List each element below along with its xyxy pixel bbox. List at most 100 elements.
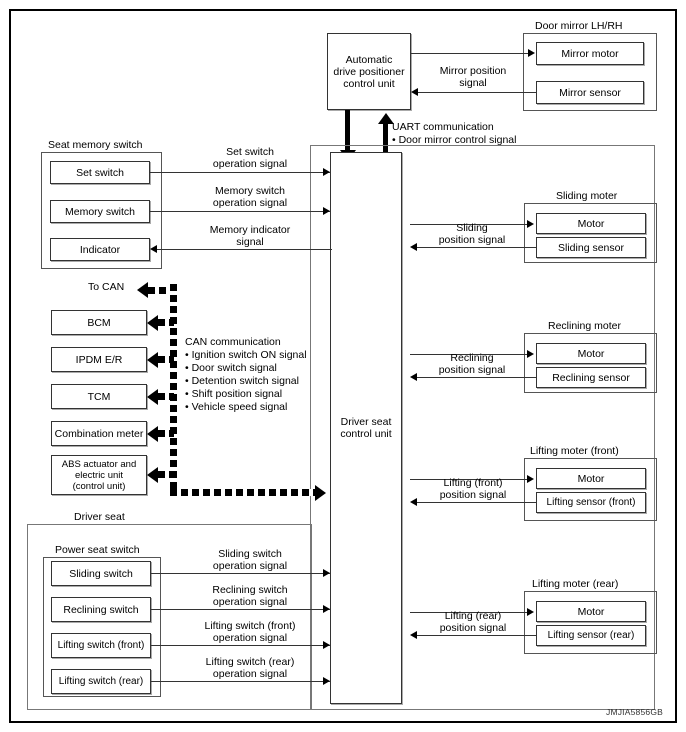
lifting-moter-front-group-label: Lifting moter (front) <box>530 445 619 457</box>
sliding-sensor-box[interactable]: Sliding sensor <box>536 237 646 258</box>
memory-indicator-signal-line-2: signal <box>236 236 264 248</box>
can-node-tcm[interactable]: TCM <box>51 384 147 409</box>
line-lifting-switch-front <box>151 645 330 646</box>
can-stub-ipdm-er <box>158 356 174 363</box>
uart-bullet: • Door mirror control signal <box>392 134 517 146</box>
reclining-switch-signal-label: Reclining switch operation signal <box>186 584 314 608</box>
arrowhead-set-switch <box>323 168 330 176</box>
can-node-combination-meter[interactable]: Combination meter <box>51 421 147 446</box>
arrowhead-lifting-switch-rear <box>323 677 330 685</box>
line-mirror-sensor-to-adp <box>418 92 536 93</box>
line-dscu-to-sliding-motor <box>410 224 528 225</box>
can-bus-arrowhead-dscu <box>315 484 326 501</box>
set-switch-signal-label: Set switch operation signal <box>190 146 310 170</box>
lifting-switch-rear-box[interactable]: Lifting switch (rear) <box>51 669 151 694</box>
lifting-front-position-signal-label: Lifting (front) position signal <box>417 477 529 501</box>
can-stub-combination-meter <box>158 430 174 437</box>
can-bullet-1: • Ignition switch ON signal <box>185 349 307 361</box>
sliding-switch-signal-label: Sliding switch operation signal <box>186 548 314 572</box>
lifting-switch-front-box[interactable]: Lifting switch (front) <box>51 633 151 658</box>
seat-memory-switch-group-label: Seat memory switch <box>48 139 143 151</box>
driver-seat-control-unit[interactable]: Driver seat control unit <box>330 152 402 704</box>
line-memory-switch <box>150 211 330 212</box>
adp-line-3: control unit <box>343 77 395 90</box>
mirror-sensor-box[interactable]: Mirror sensor <box>536 81 644 104</box>
lifting-front-motor-box[interactable]: Motor <box>536 468 646 489</box>
power-seat-switch-group-label: Power seat switch <box>55 544 140 556</box>
lifting-rear-position-signal-label: Lifting (rear) position signal <box>417 610 529 634</box>
arrowhead-lifting-rear-motor <box>527 608 534 616</box>
mirror-position-signal-line-2: signal <box>459 77 487 89</box>
set-switch-box[interactable]: Set switch <box>50 161 150 184</box>
dscu-line-1: Driver seat <box>340 416 392 428</box>
to-can-stub <box>148 286 174 294</box>
line-memory-indicator <box>157 249 332 250</box>
set-switch-signal-line-2: operation signal <box>212 158 288 170</box>
lifting-rear-motor-box[interactable]: Motor <box>536 601 646 622</box>
abs-line-3: (control unit) <box>72 480 126 492</box>
automatic-drive-positioner-control-unit[interactable]: Automatic drive positioner control unit <box>327 33 411 110</box>
sliding-motor-box[interactable]: Motor <box>536 213 646 234</box>
memory-switch-box[interactable]: Memory switch <box>50 200 150 223</box>
lifting-rear-sensor-box[interactable]: Lifting sensor (rear) <box>536 625 646 646</box>
arrowhead-sliding-switch <box>323 569 330 577</box>
outer-frame <box>9 9 677 723</box>
can-arrowhead-tcm <box>147 388 158 405</box>
lifting-switch-rear-signal-label: Lifting switch (rear) operation signal <box>178 656 322 680</box>
indicator-box[interactable]: Indicator <box>50 238 150 261</box>
can-bullet-2: • Door switch signal <box>185 362 277 374</box>
power-seat-switch-group <box>43 557 161 697</box>
sliding-moter-group <box>524 203 657 263</box>
arrowhead-dscu-from-lifting-rear-sensor <box>410 631 417 639</box>
arrowhead-lifting-switch-front <box>323 641 330 649</box>
sliding-position-signal-line-1: Sliding <box>456 222 488 234</box>
lifting-rear-position-signal-line-1: Lifting (rear) <box>444 610 502 622</box>
reclining-position-signal-line-1: Reclining <box>450 352 494 364</box>
sliding-switch-box[interactable]: Sliding switch <box>51 561 151 586</box>
line-dscu-to-lifting-rear-motor <box>410 612 528 613</box>
adp-line-2: drive positioner <box>333 65 405 78</box>
mirror-position-signal-line-1: Mirror position <box>439 65 507 77</box>
can-arrowhead-ipdm-er <box>147 351 158 368</box>
lifting-switch-front-signal-label: Lifting switch (front) operation signal <box>178 620 322 644</box>
lifting-moter-front-group <box>524 458 657 521</box>
lifting-switch-rear-signal-line-2: operation signal <box>212 668 288 680</box>
lifting-moter-rear-group <box>524 591 657 654</box>
can-stub-abs-actuator <box>158 471 174 478</box>
reclining-switch-signal-line-2: operation signal <box>212 596 288 608</box>
reclining-moter-group <box>524 333 657 393</box>
can-bullet-4: • Shift position signal <box>185 388 283 400</box>
line-reclining-sensor-to-dscu <box>417 377 536 378</box>
can-arrowhead-abs-actuator <box>147 466 158 483</box>
mirror-position-signal-label: Mirror position signal <box>418 65 528 89</box>
sliding-position-signal-label: Sliding position signal <box>417 222 527 246</box>
can-node-abs-actuator[interactable]: ABS actuator and electric unit (control … <box>51 455 147 495</box>
can-node-bcm[interactable]: BCM <box>51 310 147 335</box>
door-mirror-group-label: Door mirror LH/RH <box>535 20 623 32</box>
arrowhead-dscu-from-reclining-sensor <box>410 373 417 381</box>
can-bus-horizontal <box>170 489 315 496</box>
arrowhead-mirror-motor <box>528 49 535 57</box>
to-can-arrowhead <box>137 282 148 298</box>
reclining-motor-box[interactable]: Motor <box>536 343 646 364</box>
can-stub-tcm <box>158 393 174 400</box>
arrowhead-memory-indicator <box>150 245 157 253</box>
line-adp-to-mirror-motor <box>411 53 529 54</box>
dscu-line-2: control unit <box>340 428 392 440</box>
line-sliding-sensor-to-dscu <box>417 247 536 248</box>
lifting-front-sensor-box[interactable]: Lifting sensor (front) <box>536 492 646 513</box>
sliding-position-signal-line-2: position signal <box>438 234 506 246</box>
driver-seat-group <box>27 524 312 710</box>
can-node-ipdm-er[interactable]: IPDM E/R <box>51 347 147 372</box>
lifting-front-position-signal-line-1: Lifting (front) <box>443 477 503 489</box>
memory-switch-signal-line-1: Memory switch <box>214 185 285 197</box>
reclining-switch-signal-line-1: Reclining switch <box>212 584 288 596</box>
reclining-switch-box[interactable]: Reclining switch <box>51 597 151 622</box>
arrowhead-dscu-from-lifting-front-sensor <box>410 498 417 506</box>
mirror-motor-box[interactable]: Mirror motor <box>536 42 644 65</box>
reclining-sensor-box[interactable]: Reclining sensor <box>536 367 646 388</box>
uart-up-shaft <box>383 123 388 163</box>
abs-line-1: ABS actuator and <box>61 458 137 470</box>
line-dscu-to-lifting-front-motor <box>410 479 528 480</box>
